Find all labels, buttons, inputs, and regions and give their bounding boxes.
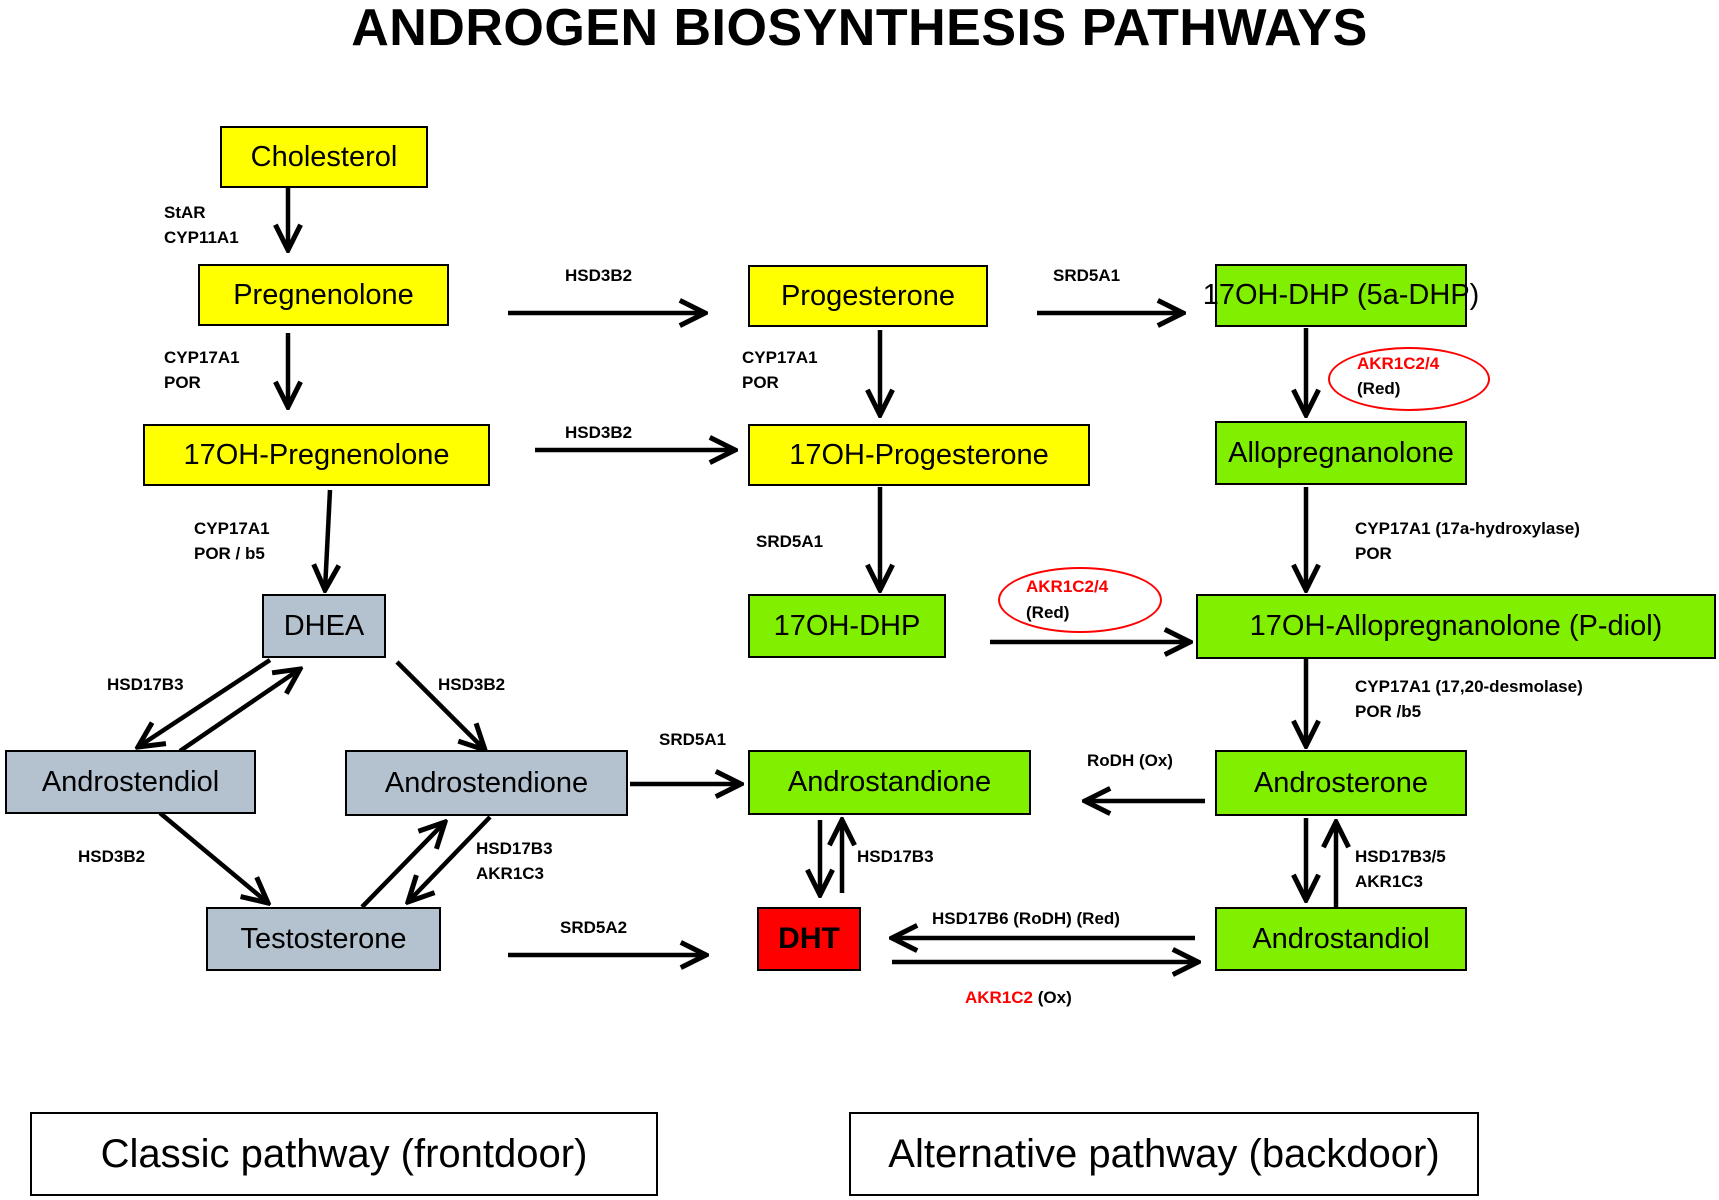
label-cyp17a1-b: CYP17A1 — [194, 519, 270, 538]
label-cyp11a1: CYP11A1 — [164, 228, 239, 247]
label-srd5a2: SRD5A2 — [560, 918, 628, 937]
label-akr1c24-b: AKR1C2/4 — [1026, 575, 1108, 599]
label-srd5a1-prog: SRD5A1 — [1053, 266, 1121, 285]
node-androstandione: Androstandione — [748, 750, 1031, 815]
node-dhea: DHEA — [262, 594, 386, 658]
node-17oh-progesterone: 17OH-Progesterone — [748, 424, 1090, 486]
label-hsd3b2-preg-prog: HSD3B2 — [565, 266, 633, 285]
label-akr1c3-t: AKR1C3 — [476, 864, 545, 883]
label-cyp17a1-a: CYP17A1 — [164, 348, 240, 367]
label-cyp17a1-desmolase: CYP17A1 (17,20-desmolase) — [1355, 677, 1583, 696]
label-por-c: POR — [1355, 544, 1392, 563]
label-akr1c3-c: AKR1C3 — [1355, 872, 1424, 891]
label-hsd17b35: HSD17B3/5 — [1355, 847, 1446, 866]
arrow-androstendione-testosterone — [408, 815, 492, 902]
label-akr1c2-ox: AKR1C2 (Ox) — [965, 986, 1072, 1010]
node-allopregnanolone: Allopregnanolone — [1215, 421, 1467, 485]
node-pregnenolone: Pregnenolone — [198, 264, 449, 326]
label-rodh-ox: RoDH (Ox) — [1087, 751, 1173, 770]
label-por-b5-c: POR /b5 — [1355, 702, 1422, 721]
node-cholesterol: Cholesterol — [220, 126, 428, 188]
node-17oh-dhp-5a: 17OH-DHP (5a-DHP) — [1203, 264, 1479, 327]
arrow-dhea-androstendione — [395, 660, 485, 750]
label-red-b: (Red) — [1026, 603, 1070, 622]
akr1c24-b-text: AKR1C2/4 — [1026, 577, 1109, 596]
label-hsd17b6: HSD17B6 (RoDH) (Red) — [932, 909, 1120, 928]
akr1c24-oval-mid — [998, 567, 1162, 633]
arrow-testosterone-androstendione — [360, 822, 445, 909]
node-progesterone: Progesterone — [748, 265, 988, 327]
node-17oh-pregnenolone: 17OH-Pregnenolone — [143, 424, 490, 486]
arrow-androstendiol-dhea — [178, 669, 300, 753]
akr1c2-text: AKR1C2 — [965, 988, 1034, 1007]
node-androstendione: Androstendione — [345, 750, 628, 816]
label-red-a: (Red) — [1357, 379, 1401, 398]
ox-text: (Ox) — [1037, 988, 1072, 1007]
label-hsd17b3-dhea: HSD17B3 — [107, 675, 184, 694]
node-androstendiol: Androstendiol — [5, 750, 256, 814]
label-por-a: POR — [164, 373, 201, 392]
label-por-b5: POR / b5 — [194, 544, 265, 563]
label-star: StAR — [164, 203, 206, 222]
node-dht: DHT — [757, 907, 861, 971]
legend-alternative: Alternative pathway (backdoor) — [849, 1112, 1479, 1196]
label-hsd3b2-17oh: HSD3B2 — [565, 423, 633, 442]
legend-classic: Classic pathway (frontdoor) — [30, 1112, 658, 1196]
label-por-prog: POR — [742, 373, 779, 392]
akr1c24-a-text: AKR1C2/4 — [1357, 354, 1440, 373]
akr1c24-oval-top — [1328, 347, 1490, 411]
arrow-dhea-androstendiol — [138, 658, 272, 747]
page-title: ANDROGEN BIOSYNTHESIS PATHWAYS — [351, 0, 1368, 57]
node-17oh-dhp: 17OH-DHP — [748, 594, 946, 658]
label-hsd3b2-dhea: HSD3B2 — [438, 675, 506, 694]
label-akr1c24-a: AKR1C2/4 — [1357, 352, 1439, 376]
node-androsterone: Androsterone — [1215, 750, 1467, 816]
label-hsd3b2-diol: HSD3B2 — [78, 847, 146, 866]
arrow-androstendiol-testosterone — [158, 811, 268, 903]
node-androstandiol: Androstandiol — [1215, 907, 1467, 971]
node-testosterone: Testosterone — [206, 907, 441, 971]
node-17oh-allopregnanolone: 17OH-Allopregnanolone (P-diol) — [1196, 594, 1716, 659]
label-srd5a1-dione: SRD5A1 — [659, 730, 727, 749]
label-hsd17b3-dht: HSD17B3 — [857, 847, 934, 866]
arrow-17oh-preg-dhea — [325, 489, 330, 590]
label-cyp17a1-prog: CYP17A1 — [742, 348, 818, 367]
label-hsd17b3-t: HSD17B3 — [476, 839, 553, 858]
label-srd5a1-17ohp: SRD5A1 — [756, 532, 824, 551]
label-cyp17a1-hydroxylase: CYP17A1 (17a-hydroxylase) — [1355, 519, 1580, 538]
